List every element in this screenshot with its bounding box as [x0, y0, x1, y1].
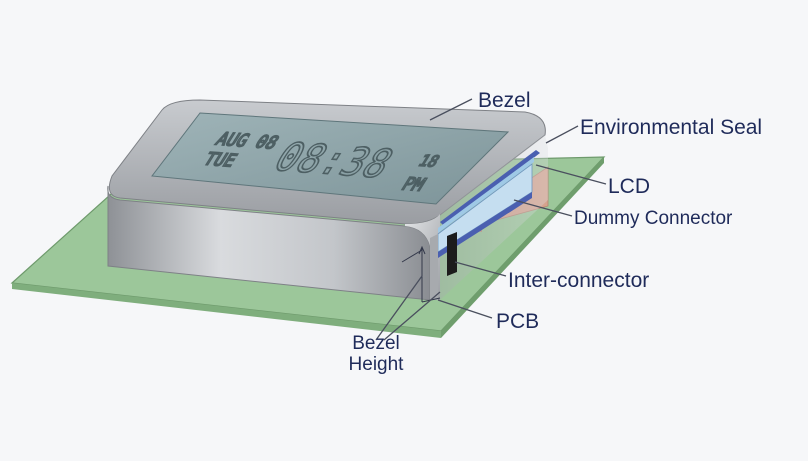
label-bezel: Bezel [478, 89, 531, 112]
leader-lines [375, 98, 607, 341]
label-environmental-seal: Environmental Seal [580, 116, 762, 139]
lcd-glass [151, 112, 510, 205]
leader-bezel-height-a [375, 275, 423, 341]
lcd-day: TUE [199, 150, 241, 172]
leader-bezel [429, 98, 473, 121]
leader-dummy-connector [513, 199, 573, 217]
leader-bezel-height-b [383, 291, 441, 341]
leader-environmental-seal [545, 125, 579, 144]
cutaway-layers [430, 150, 540, 300]
leader-pcb [437, 299, 493, 319]
callout-labels: Bezel Environmental Seal LCD Dummy Conne… [349, 89, 763, 375]
inter-connector-strip [447, 232, 457, 276]
leader-lcd [535, 164, 607, 185]
label-bezel-height-line1: Bezel [352, 333, 400, 354]
label-inter-connector: Inter-connector [508, 269, 649, 292]
lcd-layer-edge [438, 157, 534, 233]
label-pcb: PCB [496, 310, 539, 333]
environmental-seal [440, 150, 540, 226]
label-lcd: LCD [608, 175, 650, 198]
label-dummy-connector: Dummy Connector [574, 208, 733, 229]
leader-inter-connector [454, 261, 507, 277]
label-bezel-height-line2: Height [349, 354, 405, 375]
